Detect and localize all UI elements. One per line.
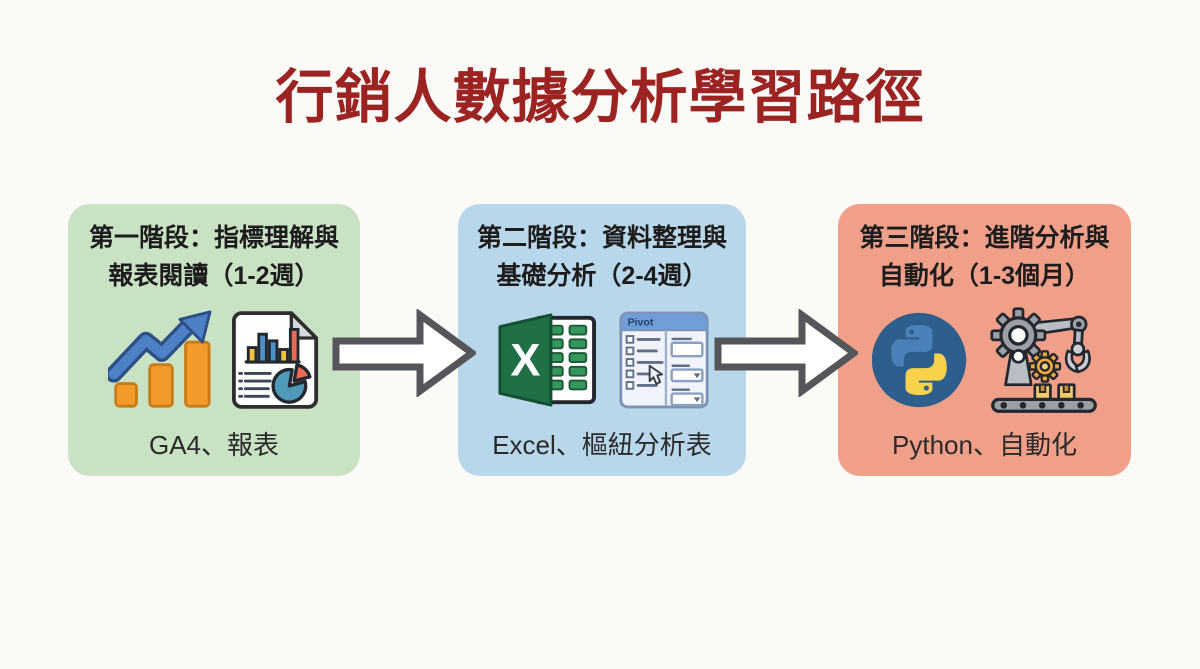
stage-1-title: 第一階段：指標理解與 報表閱讀（1-2週） — [89, 220, 339, 295]
excel-x-letter: X — [510, 335, 540, 386]
stage-1-card: 第一階段：指標理解與 報表閱讀（1-2週） — [68, 204, 360, 476]
python-icon — [871, 312, 966, 408]
stage-3-tools-label: Python、自動化 — [892, 430, 1077, 460]
stage-2-title-line-1: 第二階段：資料整理與 — [476, 224, 727, 252]
stage-3-card: 第三階段：進階分析與 自動化（1-3個月） — [838, 204, 1131, 476]
stage-2-tools-label: Excel、樞紐分析表 — [492, 430, 712, 460]
arrow-right-icon — [332, 309, 476, 397]
robot-arm-icon — [989, 307, 1097, 413]
stage-1-icons — [108, 297, 320, 423]
stage-2-icons: X Pivot — [494, 297, 710, 423]
excel-icon: X — [498, 313, 597, 407]
stage-3-title: 第三階段：進階分析與 自動化（1-3個月） — [859, 220, 1109, 295]
stage-3-icons — [869, 297, 1101, 423]
stage-2-card: 第二階段：資料整理與 基礎分析（2-4週） X — [458, 204, 746, 476]
stage-1-tools-label: GA4、報表 — [148, 430, 280, 460]
pivot-panel-title: Pivot — [628, 317, 654, 329]
growth-chart-icon — [108, 310, 212, 408]
pivot-table-icon: Pivot — [619, 311, 709, 409]
page-title: 行銷人數據分析學習路徑 — [275, 65, 925, 130]
stage-1-title-line-1: 第一階段：指標理解與 — [88, 224, 339, 252]
arrow-right-shape — [332, 309, 476, 397]
stage-1-title-line-2: 報表閱讀（1-2週） — [108, 261, 320, 290]
report-icon — [232, 311, 319, 409]
stage-3-title-line-2: 自動化（1-3個月） — [878, 261, 1091, 290]
arrow-right-shape — [714, 309, 858, 397]
arrow-right-icon — [714, 309, 858, 397]
stage-2-title: 第二階段：資料整理與 基礎分析（2-4週） — [477, 220, 727, 295]
stage-3-title-line-1: 第三階段：進階分析與 — [859, 224, 1110, 252]
stage-2-title-line-2: 基礎分析（2-4週） — [496, 261, 708, 290]
